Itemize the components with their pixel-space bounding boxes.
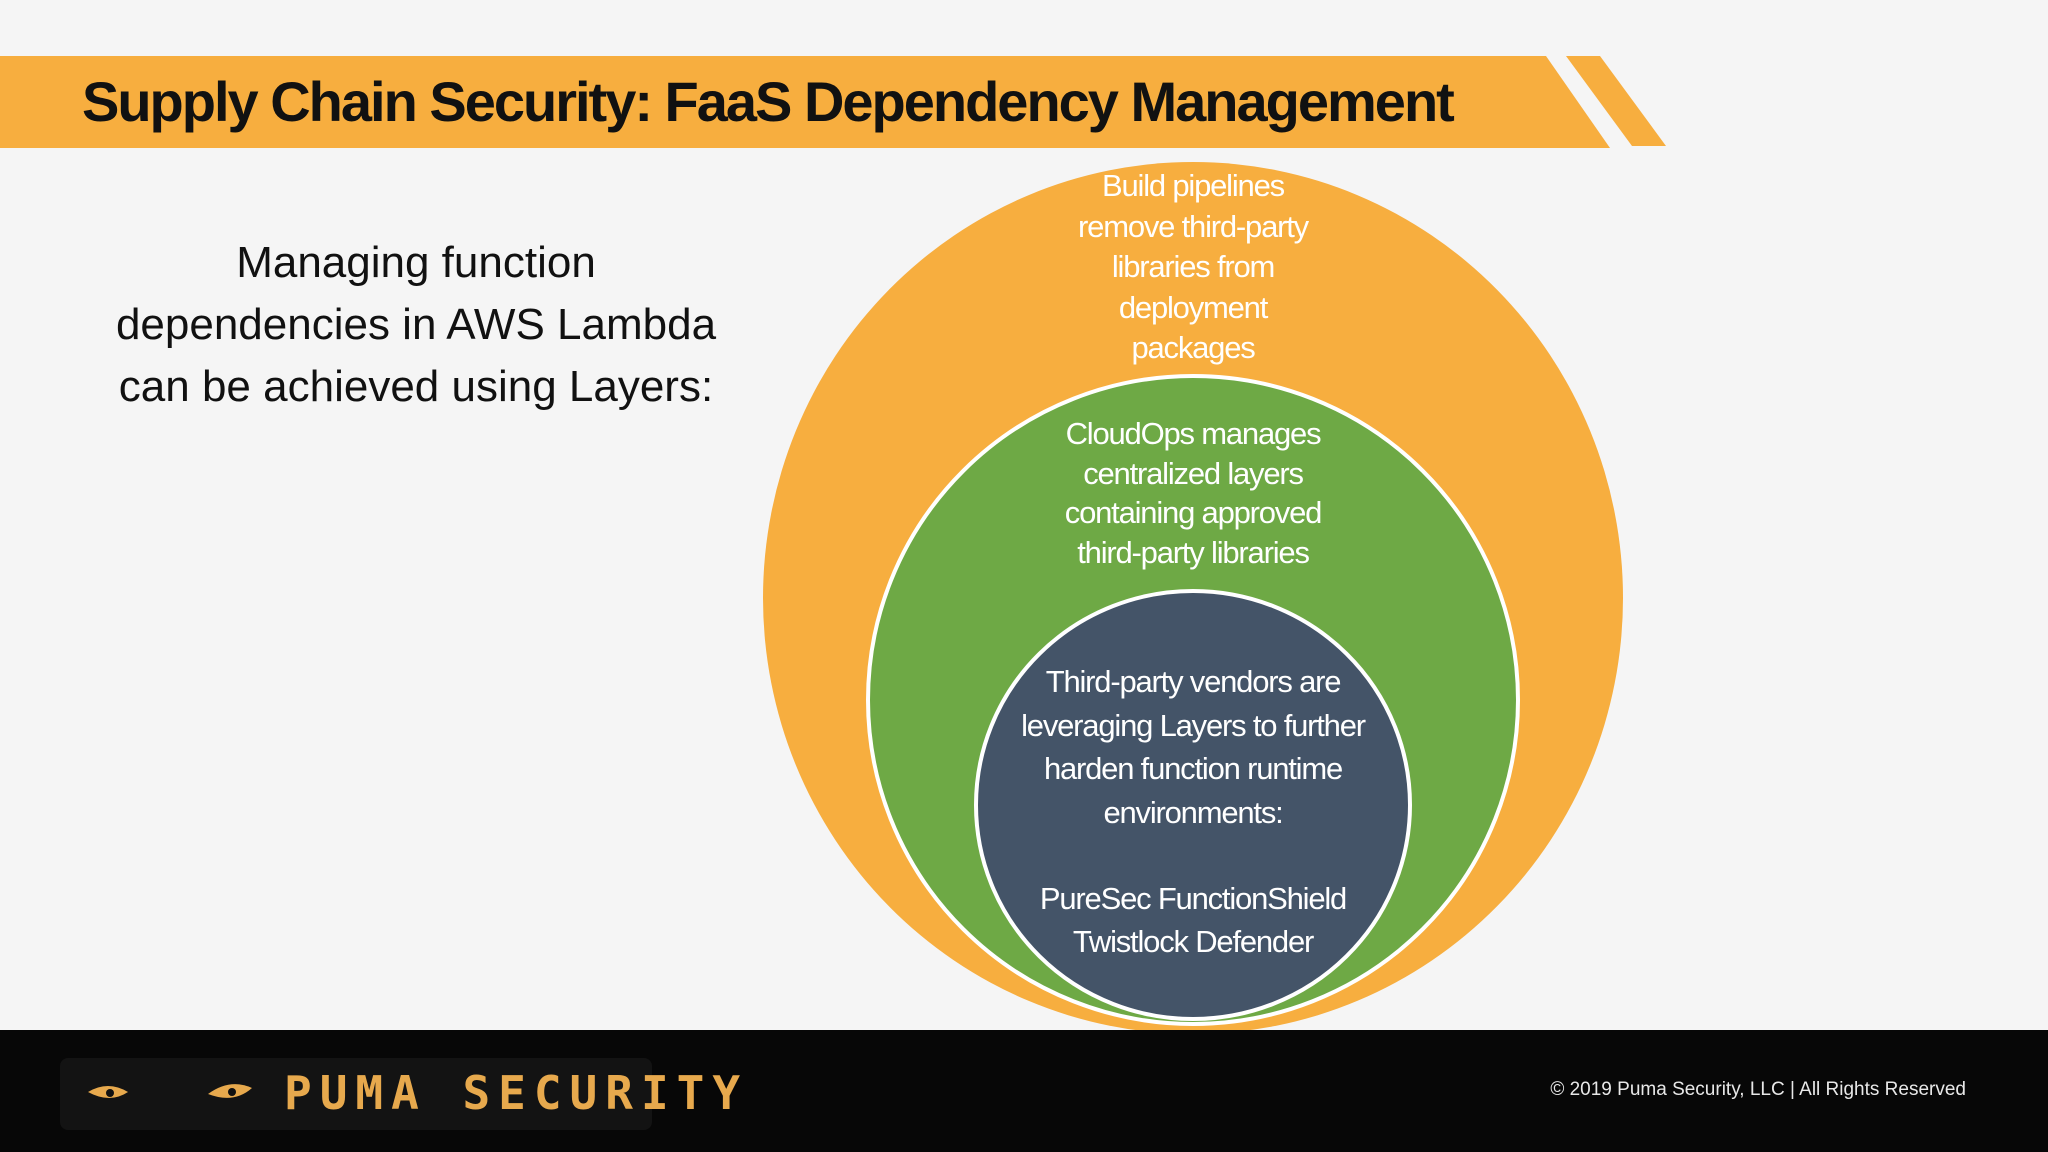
outer-circle-text: Build pipelines remove third-party libra… <box>1078 168 1309 365</box>
inner-circle-text: Third-party vendors are leveraging Layer… <box>1021 664 1366 830</box>
intro-text: Managing function dependencies in AWS La… <box>115 238 717 411</box>
logo-text: PUMA SECURITY <box>284 1066 749 1120</box>
vendor-item: Twistlock Defender <box>1072 924 1314 959</box>
inner-circle <box>974 589 1412 1021</box>
title-banner <box>0 56 1610 148</box>
copyright-text: © 2019 Puma Security, LLC | All Rights R… <box>1550 1079 1966 1100</box>
logo-panel <box>60 1058 652 1130</box>
middle-circle-text: CloudOps manages centralized layers cont… <box>1064 416 1323 570</box>
puma-eyes-icon <box>88 1084 252 1098</box>
slide-title: Supply Chain Security: FaaS Dependency M… <box>82 70 1455 133</box>
vendor-item: PureSec FunctionShield <box>1039 881 1347 916</box>
